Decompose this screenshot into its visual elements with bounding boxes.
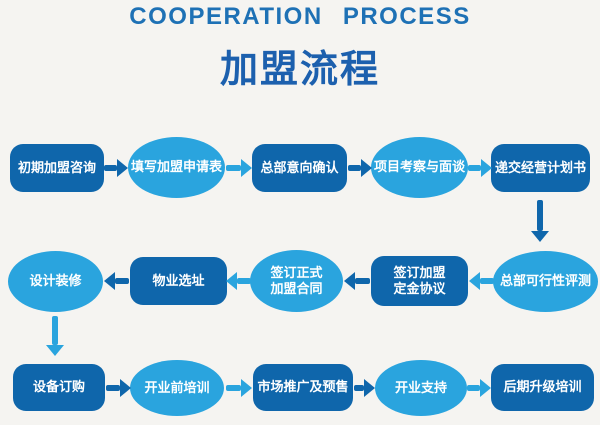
arrow-head: [469, 272, 480, 290]
node-initial-inquiry: 初期加盟咨询: [10, 144, 104, 192]
arrow-shaft: [468, 165, 481, 171]
arrow-right-icon: [226, 379, 252, 397]
arrow-head: [344, 272, 355, 290]
arrow-shaft: [354, 385, 364, 391]
node-site-visit-interview: 项目考察与面谈: [371, 137, 468, 198]
arrow-shaft: [467, 385, 480, 391]
node-design-decoration: 设计装修: [8, 251, 103, 312]
arrow-shaft: [226, 165, 241, 171]
node-hq-intent-confirm: 总部意向确认: [252, 144, 347, 192]
node-application-form: 填写加盟申请表: [128, 137, 225, 198]
node-opening-support: 开业支持: [375, 360, 467, 416]
arrow-head: [241, 159, 252, 177]
arrow-right-icon: [468, 159, 492, 177]
node-deposit-agreement: 签订加盟 定金协议: [371, 256, 468, 306]
page-subtitle: 加盟流程: [219, 49, 380, 91]
arrow-head: [361, 159, 372, 177]
arrow-left-icon: [344, 272, 370, 290]
arrow-shaft: [537, 200, 543, 231]
node-property-site-selection: 物业选址: [130, 257, 227, 305]
arrow-shaft: [52, 316, 58, 345]
arrow-down-icon: [531, 200, 549, 242]
node-hq-feasibility-review: 总部可行性评测: [493, 251, 598, 312]
arrow-shaft: [226, 385, 241, 391]
node-business-plan-submit: 递交经营计划书: [491, 144, 590, 192]
page-title: COOPERATION PROCESS: [129, 3, 471, 30]
arrow-head: [46, 345, 64, 356]
arrow-right-icon: [106, 379, 131, 397]
arrow-shaft: [115, 278, 129, 284]
arrow-right-icon: [104, 159, 128, 177]
arrow-shaft: [355, 278, 370, 284]
arrow-left-icon: [104, 272, 129, 290]
arrow-head: [117, 159, 128, 177]
node-upgrade-training: 后期升级培训: [491, 364, 594, 411]
node-equipment-order: 设备订购: [13, 364, 105, 411]
arrow-shaft: [237, 278, 251, 284]
node-pre-opening-training: 开业前培训: [130, 360, 224, 416]
arrow-right-icon: [226, 159, 252, 177]
arrow-shaft: [480, 278, 494, 284]
arrow-head: [481, 159, 492, 177]
arrow-left-icon: [226, 272, 251, 290]
arrow-shaft: [348, 165, 361, 171]
arrow-down-icon: [46, 316, 64, 356]
arrow-right-icon: [348, 159, 372, 177]
arrow-head: [241, 379, 252, 397]
node-marketing-presale: 市场推广及预售: [253, 364, 353, 411]
arrow-head: [531, 231, 549, 242]
arrow-head: [226, 272, 237, 290]
arrow-head: [104, 272, 115, 290]
arrow-shaft: [104, 165, 117, 171]
arrow-head: [364, 379, 375, 397]
arrow-right-icon: [467, 379, 491, 397]
node-formal-contract: 签订正式 加盟合同: [250, 250, 343, 312]
arrow-head: [120, 379, 131, 397]
arrow-shaft: [106, 385, 120, 391]
arrow-right-icon: [354, 379, 375, 397]
arrow-head: [480, 379, 491, 397]
arrow-left-icon: [469, 272, 494, 290]
